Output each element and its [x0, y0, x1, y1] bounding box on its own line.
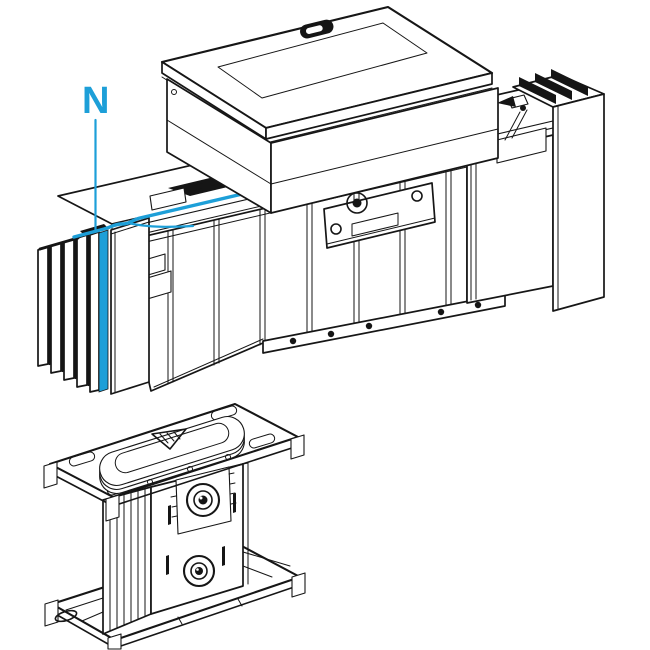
- neutral-conductor-plate: [98, 229, 109, 393]
- triangle-marking: [151, 428, 187, 450]
- corner-slot: [68, 451, 96, 467]
- neutral-conductor-label: N: [82, 80, 109, 122]
- busbar-fin: [519, 77, 556, 104]
- feed-unit-figure: [43, 402, 306, 650]
- front-cover-plate: [110, 217, 150, 395]
- neutral-conductor-spur: [126, 221, 195, 228]
- corner-slot: [248, 433, 276, 449]
- bottom-rail: [153, 293, 506, 388]
- tap-off-box-front-face: [270, 87, 499, 214]
- centre-boss: [99, 416, 245, 494]
- annotation-n: N: [82, 80, 109, 232]
- lower-stud: [166, 546, 225, 588]
- fixing-bracket: [323, 182, 436, 249]
- neutral-conductor-highlight: [72, 186, 270, 239]
- neutral-conductor-run: [72, 186, 270, 239]
- column-body: [102, 462, 249, 635]
- conductor-plate-stack: [37, 217, 150, 395]
- lid-latch: [300, 19, 334, 39]
- end-block: [497, 69, 605, 312]
- busbar-fin: [551, 69, 588, 96]
- busbar-fin: [535, 73, 572, 100]
- busbar-trunking-figure: N: [37, 5, 605, 395]
- panel-seam-lines: [167, 163, 452, 385]
- lid-recessed-panel: [217, 22, 428, 99]
- top-flange-plate: [43, 402, 305, 522]
- tap-off-box: [160, 5, 499, 214]
